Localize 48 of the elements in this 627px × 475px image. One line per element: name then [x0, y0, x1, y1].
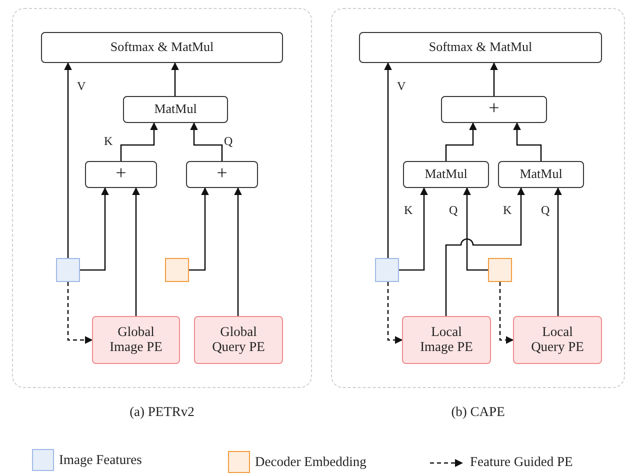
arrow: [80, 187, 109, 271]
arrow: [490, 62, 498, 96]
positional-encoding-box: Local Query PE: [513, 316, 602, 364]
operation-box: MatMul: [403, 161, 489, 188]
image-feature-square: [56, 258, 80, 282]
operation-box: +: [186, 161, 258, 188]
operation-box: +: [85, 161, 157, 188]
arrow: [445, 187, 525, 316]
edge-label: Q: [448, 204, 459, 216]
arrow: [120, 122, 158, 161]
operation-box: +: [441, 96, 547, 123]
decoder-embedding-square: [488, 258, 512, 282]
operation-box: MatMul: [498, 161, 584, 188]
legend-label: Image Features: [59, 452, 142, 468]
edge-label: Q: [540, 204, 551, 216]
arrow: [445, 122, 477, 161]
dashed-arrow: [387, 282, 403, 344]
positional-encoding-box: Global Image PE: [92, 316, 180, 364]
arrow: [132, 187, 140, 316]
edge-label: Q: [223, 135, 234, 147]
edge-label: V: [76, 80, 87, 92]
edge-label: K: [502, 204, 513, 216]
edge-label: V: [396, 80, 407, 92]
arrow: [234, 187, 242, 316]
dashed-arrow: [67, 282, 93, 344]
arrow: [384, 62, 392, 258]
operation-box: Softmax & MatMul: [359, 32, 602, 63]
arrow: [190, 122, 223, 161]
arrow: [189, 187, 209, 271]
panel-caption: (b) CAPE: [450, 405, 506, 420]
dashed-arrow: [499, 282, 514, 344]
edge-label: K: [403, 204, 414, 216]
decoder-embedding-square: [165, 258, 189, 282]
edge-label: K: [103, 135, 114, 147]
positional-encoding-box: Local Image PE: [402, 316, 491, 364]
arrow: [64, 62, 72, 258]
operation-box: Softmax & MatMul: [41, 32, 283, 63]
arrow: [463, 187, 488, 271]
legend-label: Decoder Embedding: [255, 454, 366, 470]
operation-box: MatMul: [123, 96, 228, 123]
image-feature-square: [375, 258, 399, 282]
arrow: [171, 62, 179, 96]
arrow: [513, 122, 542, 161]
arrow: [554, 187, 562, 316]
arrow: [399, 187, 428, 271]
panel-caption: (a) PETRv2: [128, 405, 196, 420]
legend-label: Feature Guided PE: [470, 454, 573, 470]
positional-encoding-box: Global Query PE: [194, 316, 283, 364]
